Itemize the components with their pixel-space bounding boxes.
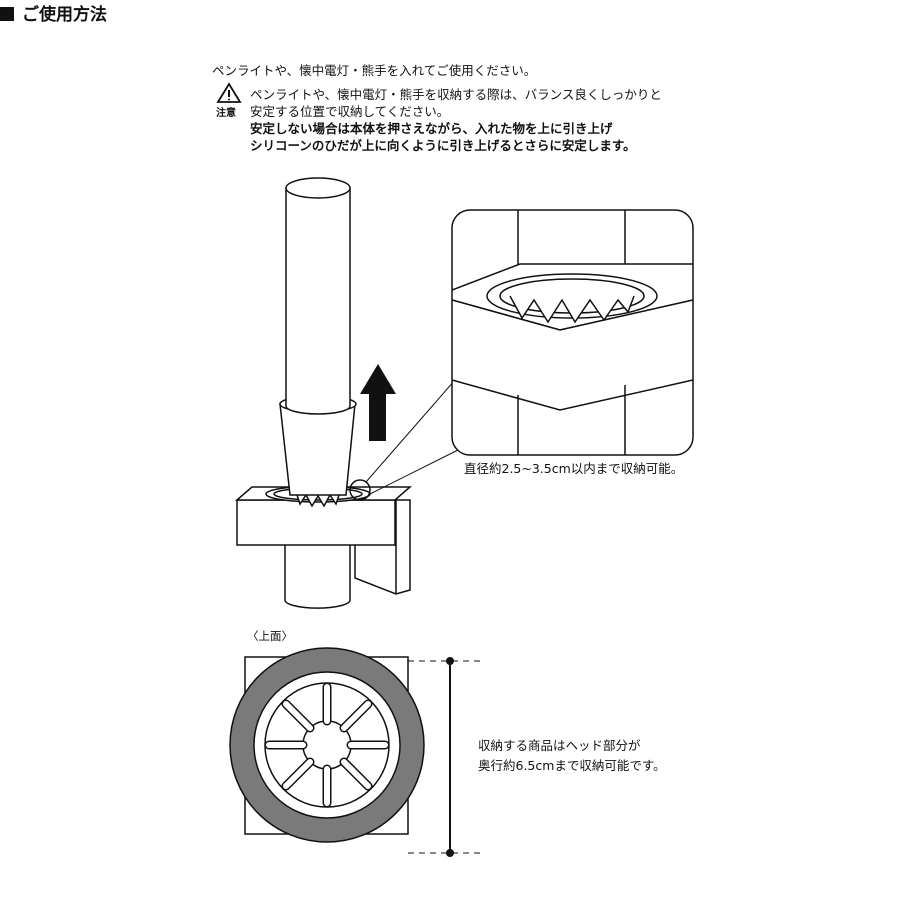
title-text: ご使用方法 [22, 5, 107, 25]
depth-dimension [408, 657, 482, 857]
caution-line-2: 安定する位置で収納してください。 [250, 104, 450, 119]
caution-label: 注意 [216, 108, 236, 119]
section-title: ご使用方法 [0, 0, 900, 25]
caution-line-1: ペンライトや、懐中電灯・熊手を収納する際は、バランス良くしっかりと [250, 87, 662, 102]
intro-text: ペンライトや、懐中電灯・熊手を入れてご使用ください。 [212, 63, 537, 78]
side-view-drawing [234, 177, 459, 609]
caution-line-4: シリコーンのひだが上に向くように引き上げるとさらに安定します。 [250, 138, 636, 153]
diameter-caption: 直径約2.5~3.5cm以内まで収納可能。 [464, 461, 684, 476]
depth-caption-line-2: 奥行約6.5cmまで収納可能です。 [478, 758, 666, 773]
depth-caption-line-1: 収納する商品はヘッド部分が [478, 738, 641, 753]
top-view-drawing [229, 647, 425, 843]
detail-inset [451, 209, 694, 456]
top-view-label: 〈上面〉 [247, 629, 293, 643]
up-arrow-icon [360, 364, 396, 441]
warning-triangle-icon [216, 82, 242, 103]
caution-line-3: 安定しない場合は本体を押さえながら、入れた物を上に引き上げ [250, 121, 613, 136]
square-bullet-icon [0, 7, 14, 21]
